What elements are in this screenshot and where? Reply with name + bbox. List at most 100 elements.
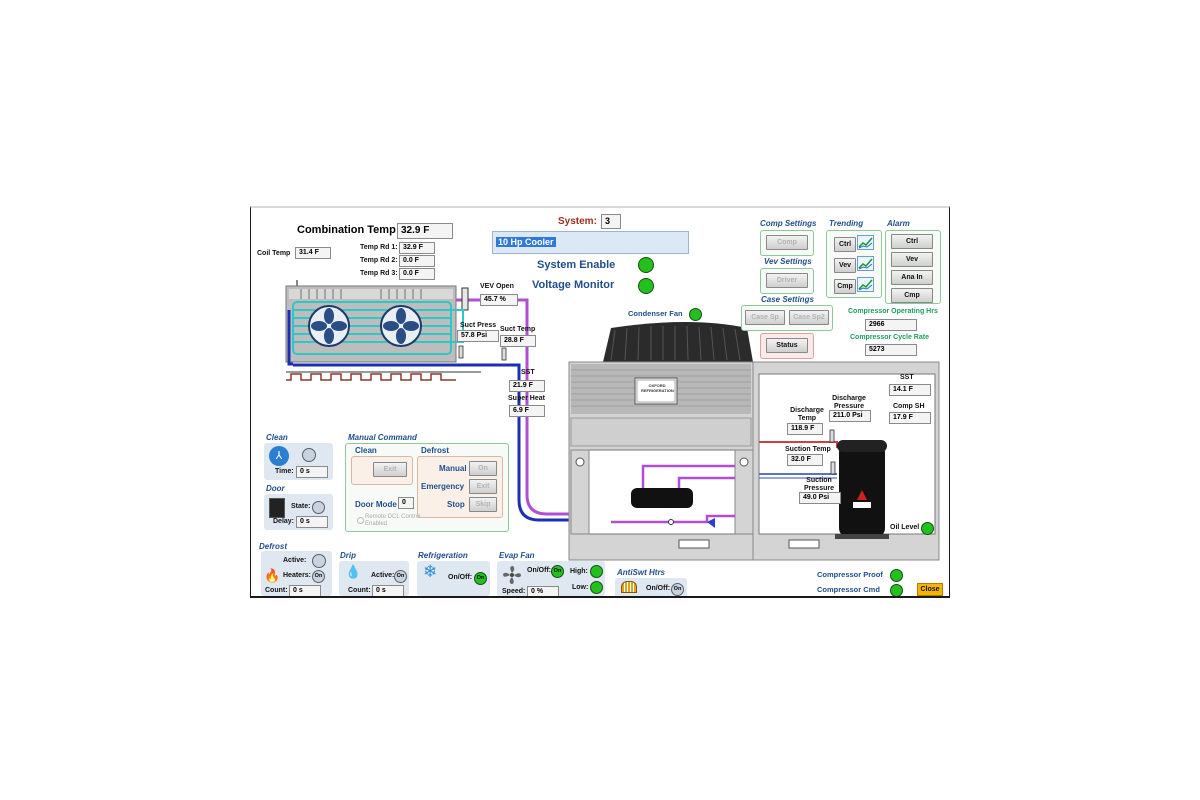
snowflake-icon: ❄: [423, 562, 438, 581]
mc-manual-on-button[interactable]: On: [469, 461, 497, 476]
trend-vev-button[interactable]: Vev: [834, 258, 856, 273]
mc-emergency-exit-button[interactable]: Exit: [469, 479, 497, 494]
compressor-cmd-label: Compressor Cmd: [817, 585, 880, 594]
defrost-heaters-led: On: [312, 570, 325, 583]
temp-rd2-value: 0.0 F: [399, 255, 435, 267]
compressor-hrs-label: Compressor Operating Hrs: [848, 308, 938, 315]
suct-press-label: Suct Press: [460, 322, 497, 329]
evap-fan-low-label: Low:: [572, 584, 589, 591]
fan-icon: [503, 566, 521, 584]
case-settings-title: Case Settings: [761, 295, 814, 304]
condenser-fan-label: Condenser Fan: [628, 309, 683, 318]
trend-cmp-chart-icon[interactable]: [857, 277, 874, 292]
mc-clean-exit-button[interactable]: Exit: [373, 462, 407, 477]
evap-fan-low-led: [590, 581, 603, 594]
mc-door-mode-label: Door Mode: [355, 500, 397, 509]
mc-emergency-label: Emergency: [421, 482, 465, 491]
close-button[interactable]: Close: [917, 583, 943, 596]
comp-settings-button[interactable]: Comp: [766, 235, 808, 250]
refrigeration-led: On: [474, 572, 487, 585]
drip-count-value: 0 s: [372, 585, 404, 596]
system-enable-led: [638, 257, 654, 273]
system-number[interactable]: 3: [601, 214, 621, 229]
defrost-heaters-label: Heaters:: [283, 572, 312, 579]
drip-active-label: Active:: [371, 572, 395, 579]
case-sp2-button[interactable]: Case Sp2: [789, 310, 829, 325]
oil-level-label: Oil Level: [890, 524, 920, 531]
system-description[interactable]: 10 Hp Cooler: [492, 231, 689, 254]
trend-cmp-button[interactable]: Cmp: [834, 279, 856, 294]
drip-count-label: Count:: [348, 587, 371, 594]
vev-open-label: VEV Open: [480, 283, 514, 290]
clean-time-value: 0 s: [296, 466, 328, 478]
door-title: Door: [266, 484, 285, 493]
alarm-cmp-button[interactable]: Cmp: [891, 288, 933, 303]
mc-clean-box: [351, 456, 413, 485]
trend-ctrl-button[interactable]: Ctrl: [834, 237, 856, 252]
trend-ctrl-chart-icon[interactable]: [857, 235, 874, 250]
condensing-unit-graphic: [568, 322, 940, 561]
evap-fan-high-led: [590, 565, 603, 578]
discharge-temp-label: Discharge Temp: [790, 407, 824, 422]
case-sp-button[interactable]: Case Sp: [745, 310, 785, 325]
refrigeration-onoff-label: On/Off:: [448, 574, 473, 581]
trending-title: Trending: [829, 219, 864, 228]
defrost-active-led: [312, 554, 326, 568]
suct-temp-label: Suct Temp: [500, 326, 536, 333]
defrost-title: Defrost: [259, 542, 288, 551]
voltage-monitor-led: [638, 278, 654, 294]
unit-brand-plate: OXFORD REFRIGERATION: [641, 383, 674, 393]
combination-temp-label: Combination Temp: [297, 224, 396, 236]
discharge-pressure-value: 211.0 Psi: [829, 410, 871, 422]
door-delay-value: 0 s: [296, 516, 328, 528]
compressor-hrs-value: 2966: [865, 319, 917, 331]
cond-sst-value: 14.1 F: [889, 384, 931, 396]
discharge-pressure-label: Discharge Pressure: [832, 395, 866, 410]
clean-time-label: Time:: [275, 468, 294, 475]
evap-fan-speed-label: Speed:: [502, 588, 526, 595]
super-heat-label: Super Heat: [508, 395, 545, 402]
alarm-ctrl-button[interactable]: Ctrl: [891, 234, 933, 249]
trend-vev-chart-icon[interactable]: [857, 256, 874, 271]
oil-level-led: [921, 522, 934, 535]
combination-temp-value: 32.9 F: [397, 223, 453, 239]
alarm-ana-in-button[interactable]: Ana In: [891, 270, 933, 285]
mc-door-mode-value[interactable]: 0: [398, 497, 414, 509]
door-icon: [269, 498, 285, 518]
mc-manual-label: Manual: [439, 464, 467, 473]
suct-temp-value: 28.8 F: [500, 335, 536, 347]
evap-sst-label: SST: [521, 369, 535, 376]
voltage-monitor-label: Voltage Monitor: [532, 279, 615, 291]
mc-remote-dcl-label: Remote DCL Control Enabled: [365, 514, 421, 527]
suction-pressure-value: 49.0 Psi: [799, 492, 841, 504]
temp-rd3-value: 0.0 F: [399, 268, 435, 280]
drip-active-led: On: [394, 570, 407, 583]
compressor-cycle-label: Compressor Cycle Rate: [850, 334, 929, 341]
flame-icon: 🔥: [264, 568, 281, 583]
temp-rd3-label: Temp Rd 3:: [360, 270, 398, 277]
defrost-count-label: Count:: [265, 587, 288, 594]
system-enable-label: System Enable: [537, 259, 616, 271]
system-label: System:: [558, 216, 597, 227]
coil-temp-value: 31.4 F: [295, 247, 331, 259]
coil-temp-label: Coil Temp: [257, 250, 291, 257]
drop-icon: 💧: [345, 564, 362, 579]
alarm-vev-button[interactable]: Vev: [891, 252, 933, 267]
status-button[interactable]: Status: [766, 338, 808, 353]
drip-title: Drip: [340, 551, 356, 560]
mc-remote-dcl-checkbox[interactable]: [357, 517, 364, 524]
mc-stop-skip-button[interactable]: Skip: [469, 497, 497, 512]
vev-driver-button[interactable]: Driver: [766, 273, 808, 288]
cond-sst-label: SST: [900, 374, 914, 381]
heater-grid-icon: [621, 581, 637, 593]
suction-temp-value: 32.0 F: [787, 454, 823, 466]
super-heat-value: 6.9 F: [509, 405, 545, 417]
alarm-title: Alarm: [887, 219, 910, 228]
evap-sst-value: 21.9 F: [509, 380, 545, 392]
evap-fan-onoff-label: On/Off:: [527, 567, 552, 574]
clean-status-led: [302, 448, 316, 462]
suction-pressure-label: Suction Pressure: [804, 477, 834, 492]
mc-defrost-title: Defrost: [421, 446, 450, 455]
compressor-cmd-led: [890, 584, 903, 596]
manual-command-title: Manual Command: [348, 433, 417, 442]
